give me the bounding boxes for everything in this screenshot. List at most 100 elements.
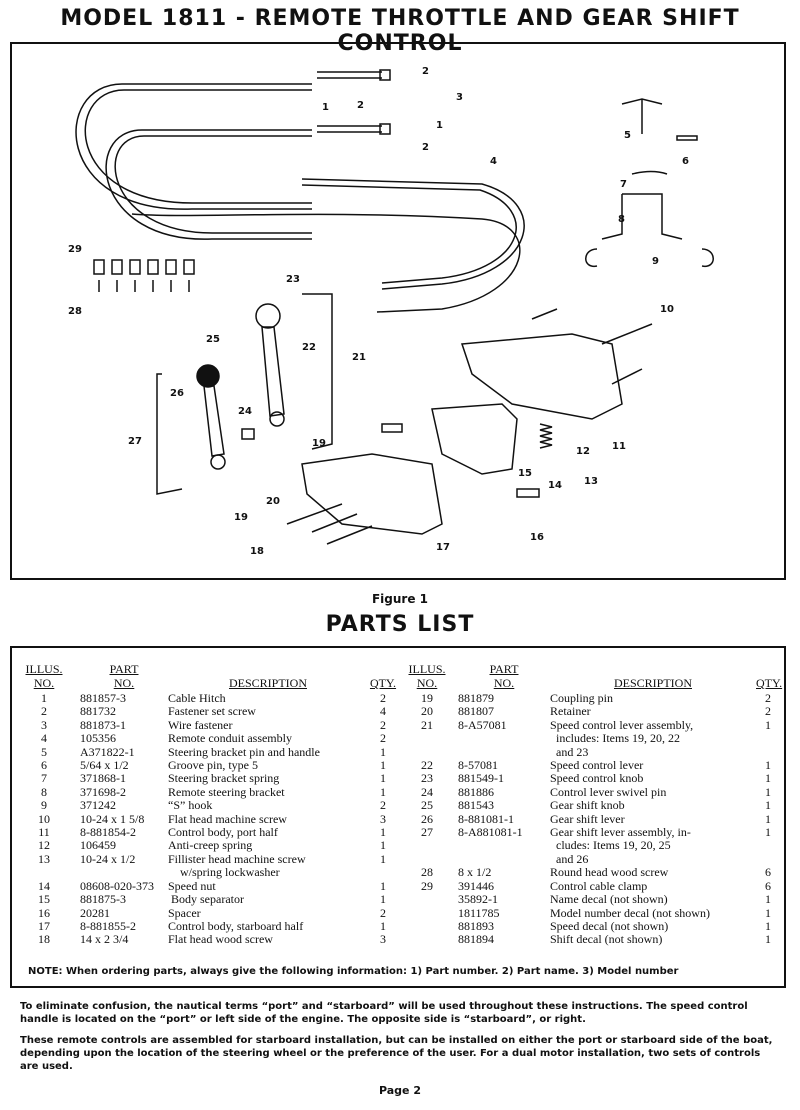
cell-description: Speed decal (not shown): [550, 918, 669, 933]
callout: 4: [490, 156, 497, 167]
callout: 8: [618, 214, 625, 225]
cell-illus-no: [404, 893, 450, 906]
diagram-illustration: 2 1 2 3 1 2 4 5 6 7 8 9 10 11 12 13 14 1…: [68, 66, 714, 557]
cell-description: Control body, port half: [168, 825, 278, 840]
cell-part-no: [450, 853, 550, 866]
callout: 28: [68, 306, 82, 317]
callout: 24: [238, 406, 252, 417]
cell-illus-no: 26: [421, 811, 433, 826]
cell-part-no: [68, 866, 168, 879]
cell-part-no: 8-A57081: [458, 717, 507, 732]
cell-description: includes: Items 19, 20, 22: [550, 731, 680, 746]
cell-description: Flat head wood screw: [168, 932, 273, 947]
callout: 15: [518, 468, 532, 479]
callout: 29: [68, 244, 82, 255]
cell-description: Groove pin, type 5: [168, 758, 258, 773]
callout: 18: [250, 546, 264, 557]
cell-part-no: 8-881855-2: [80, 918, 136, 933]
cell-description: Gear shift knob: [550, 798, 625, 813]
cell-illus-no: 27: [421, 825, 433, 840]
cell-description: Speed control knob: [550, 771, 644, 786]
callout: 26: [170, 388, 184, 399]
cable-clamps: [93, 259, 195, 292]
cell-qty: 1: [380, 918, 386, 933]
callout: 19: [234, 512, 248, 523]
cell-qty: 2: [380, 798, 386, 813]
cell-qty: 1: [765, 892, 771, 907]
cell-part-no: 391446: [458, 878, 494, 893]
callout: 12: [576, 446, 590, 457]
cell-qty: 6: [765, 878, 771, 893]
cell-qty: 2: [380, 691, 386, 705]
cell-description: Shift decal (not shown): [550, 932, 663, 947]
cell-part-no: 8-881081-1: [458, 811, 514, 826]
cell-part-no: A371822-1: [80, 744, 135, 759]
header-qty: QTY.: [369, 676, 397, 690]
cell-illus-no: 23: [421, 771, 433, 786]
cell-qty: 1: [765, 811, 771, 826]
gear-shift-knob: [196, 364, 220, 388]
callout: 16: [530, 532, 544, 543]
cell-illus-no: [404, 853, 450, 866]
cell-part-no: 8 x 1/2: [458, 865, 492, 880]
table-row: cludes: Items 19, 20, 25: [404, 839, 780, 853]
callout: 9: [652, 256, 659, 267]
cell-illus-no: 15: [38, 892, 50, 907]
speed-control-knob: [255, 303, 281, 329]
cell-illus-no: 18: [38, 932, 50, 947]
cell-qty: 1: [380, 758, 386, 773]
cell-qty: 1: [765, 825, 771, 840]
callout: 1: [322, 102, 329, 113]
cell-illus-no: 17: [38, 918, 50, 933]
cell-qty: [756, 839, 780, 852]
cell-part-no: 881879: [458, 691, 494, 705]
cell-part-no: 14 x 2 3/4: [80, 932, 129, 947]
cable-loop-upper: [75, 83, 312, 210]
cell-qty: 2: [380, 717, 386, 732]
cell-illus-no: [404, 746, 450, 759]
cell-qty: [756, 853, 780, 866]
cell-illus-no: 29: [421, 878, 433, 893]
cell-description: Remote conduit assembly: [168, 731, 292, 746]
cell-description: w/spring lockwasher: [168, 865, 280, 880]
cell-description: Coupling pin: [550, 691, 614, 705]
header-description: DESCRIPTION: [613, 676, 692, 690]
cell-description: “S” hook: [168, 798, 213, 813]
cell-part-no: 5/64 x 1/2: [80, 758, 129, 773]
cell-illus-no: 22: [421, 758, 433, 773]
cell-description: and 26: [550, 851, 589, 866]
callout: 2: [422, 142, 429, 153]
callout: 10: [660, 304, 674, 315]
cell-illus-no: 7: [41, 771, 47, 786]
cell-part-no: 371698-2: [80, 784, 126, 799]
gear-shift-lever: [203, 385, 225, 457]
cell-illus-no: [404, 907, 450, 920]
header-qty: QTY.: [756, 676, 783, 690]
cell-part-no: 881807: [458, 704, 494, 719]
cell-description: Wire fastener: [168, 717, 233, 732]
cell-illus-no: [404, 933, 450, 946]
figure-caption: Figure 1: [371, 592, 429, 606]
cell-part-no: 35892-1: [458, 892, 498, 907]
header-illus-no: ILLUS.NO.: [408, 662, 446, 690]
cell-illus-no: 8: [41, 784, 47, 799]
cell-part-no: 881893: [458, 918, 494, 933]
cell-part-no: 881875-3: [80, 892, 126, 907]
cell-description: Control lever swivel pin: [550, 784, 667, 799]
callout: 13: [584, 476, 598, 487]
